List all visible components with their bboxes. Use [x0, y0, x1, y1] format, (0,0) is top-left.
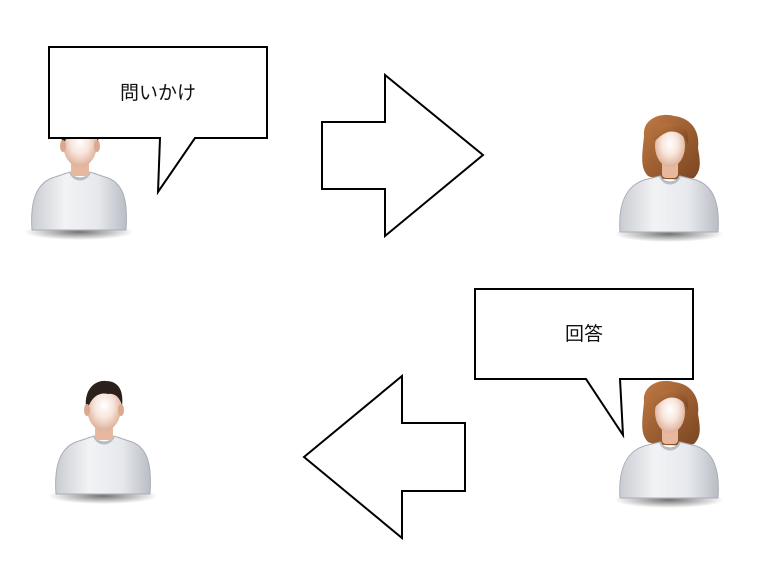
arrow-left-icon: [302, 373, 466, 541]
speech-bubble-answer: 回答: [474, 288, 694, 439]
man-avatar-icon: [47, 379, 159, 505]
arrow-right-icon: [321, 72, 485, 239]
woman-avatar-icon: [613, 113, 725, 243]
speech-bubble-question-text: 問いかけ: [120, 82, 196, 104]
woman-avatar-icon: [613, 379, 725, 509]
speech-bubble-answer-text: 回答: [565, 323, 603, 345]
speech-bubble-question: 問いかけ: [48, 46, 268, 196]
